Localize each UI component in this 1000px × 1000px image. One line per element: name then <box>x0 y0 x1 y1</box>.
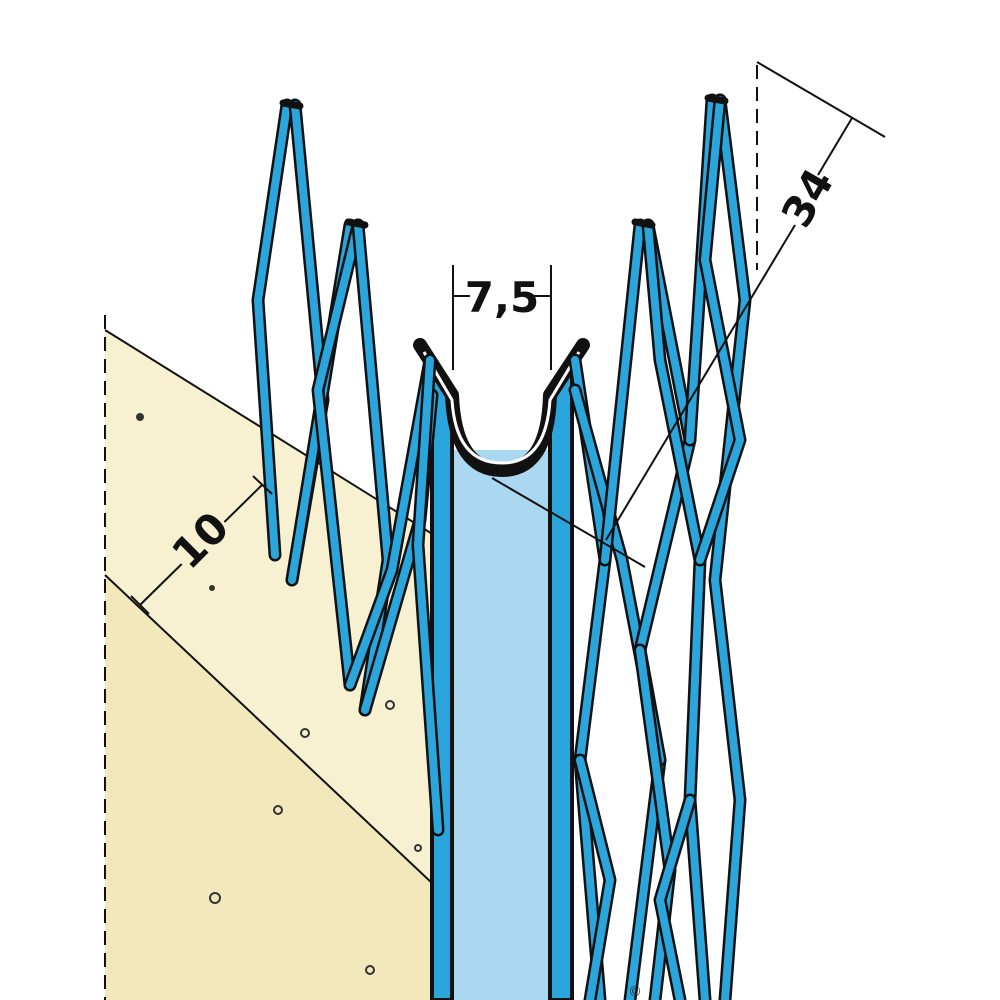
expanded-metal-mesh <box>251 93 752 1000</box>
dimension-10-tick-upper <box>252 475 273 495</box>
dimension-34-label: 34 <box>772 160 844 235</box>
mesh-cap-2 <box>344 218 369 229</box>
mesh-strand-right-10 <box>656 796 694 1000</box>
bead-body <box>452 450 550 1000</box>
plaster-layer-inner <box>105 575 450 1000</box>
wall-layers <box>104 315 451 1000</box>
mesh-strand-right-8 <box>696 96 744 564</box>
dimension-34-line-lower <box>605 224 796 541</box>
copyright-mark: © <box>628 984 642 1000</box>
substrate-surface-line <box>104 574 451 901</box>
plaster-surface-line <box>104 329 451 546</box>
mesh-strand-left-8 <box>414 356 442 834</box>
plaster-dots <box>136 413 422 975</box>
bead-groove-highlight <box>422 351 581 465</box>
mesh-strand-left-4 <box>314 221 362 689</box>
bead-channel <box>413 338 590 1000</box>
mesh-strand-right-3 <box>601 221 644 564</box>
dimension-bead-opening: 7,5 <box>452 265 552 370</box>
dimension-34-upper-extension <box>756 61 886 138</box>
mesh-strand-right-11 <box>576 756 614 1000</box>
dimension-34-line-upper <box>817 117 853 176</box>
mesh-strand-right-7 <box>711 96 749 1000</box>
dimension-34-lower-extension <box>491 477 646 568</box>
mesh-cap-1 <box>279 99 304 110</box>
mesh-cap-3 <box>704 94 729 105</box>
mesh-strand-left-1 <box>254 101 291 559</box>
mesh-strand-left-6 <box>346 356 434 689</box>
mesh-cap-4 <box>631 218 656 229</box>
bead-right-flange <box>548 353 574 1000</box>
dimension-10-tick-lower <box>130 595 150 615</box>
dimension-10-label-mask <box>161 501 239 579</box>
bead-left-flange <box>430 352 454 1000</box>
dimension-7-5-label: 7,5 <box>465 273 539 322</box>
